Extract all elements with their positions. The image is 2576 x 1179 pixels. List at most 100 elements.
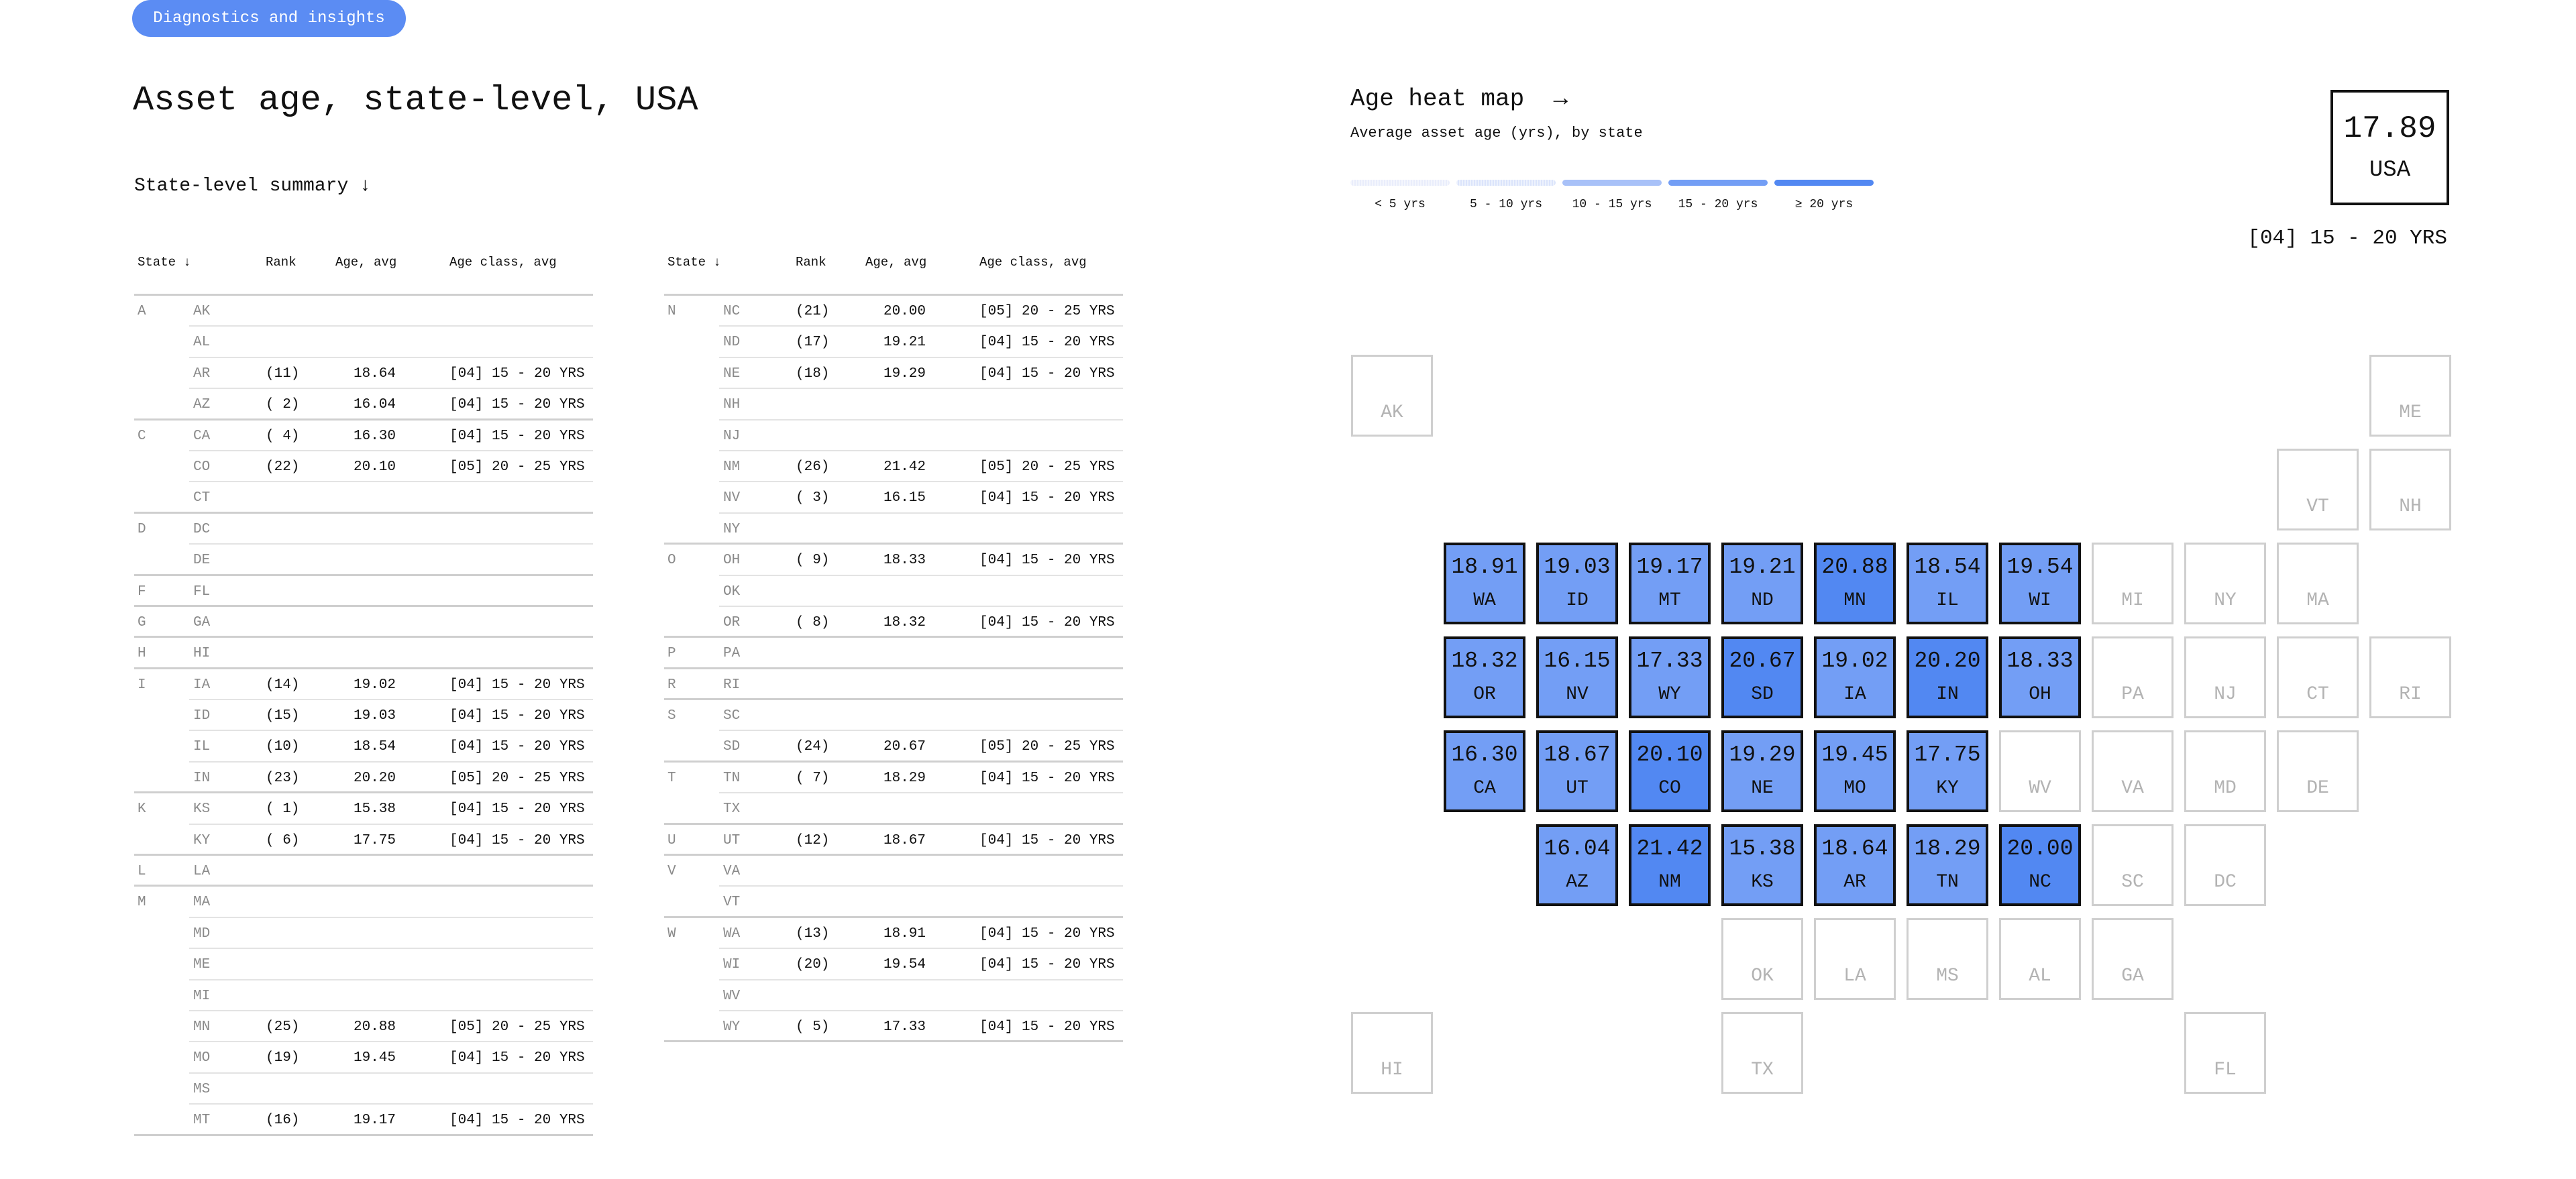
state-tile-mi[interactable]: MI — [2092, 543, 2174, 624]
table-row[interactable]: MN(25)20.88[05] 20 - 25 YRS — [134, 1011, 593, 1043]
table-row[interactable]: OR( 8)18.32[04] 15 - 20 YRS — [664, 607, 1123, 638]
state-tile-ri[interactable]: RI — [2369, 636, 2451, 718]
section-badge[interactable]: Diagnostics and insights — [132, 0, 406, 37]
table-row[interactable]: NM(26)21.42[05] 20 - 25 YRS — [664, 451, 1123, 483]
table-row[interactable]: TX — [664, 793, 1123, 825]
state-tile-de[interactable]: DE — [2277, 730, 2359, 812]
summary-heading[interactable]: State-level summary ↓ — [134, 176, 371, 196]
table-row[interactable]: NE(18)19.29[04] 15 - 20 YRS — [664, 358, 1123, 390]
state-tile-ms[interactable]: MS — [1907, 918, 1988, 1000]
table-row[interactable]: OK — [664, 576, 1123, 607]
state-tile-la[interactable]: LA — [1814, 918, 1896, 1000]
table-row[interactable]: NY — [664, 514, 1123, 545]
table-row[interactable]: WY( 5)17.33[04] 15 - 20 YRS — [664, 1011, 1123, 1043]
state-tile-ga[interactable]: GA — [2092, 918, 2174, 1000]
state-tile-al[interactable]: AL — [1999, 918, 2081, 1000]
table-row[interactable]: NH — [664, 389, 1123, 420]
table-row[interactable]: ID(15)19.03[04] 15 - 20 YRS — [134, 700, 593, 732]
table-row[interactable]: CT — [134, 482, 593, 514]
state-tile-sc[interactable]: SC — [2092, 824, 2174, 906]
state-tile-dc[interactable]: DC — [2184, 824, 2266, 906]
table-row[interactable]: NJ — [664, 420, 1123, 451]
state-tile-pa[interactable]: PA — [2092, 636, 2174, 718]
state-tile-wv[interactable]: WV — [1999, 730, 2081, 812]
state-tile-va[interactable]: VA — [2092, 730, 2174, 812]
table-row[interactable]: AL — [134, 327, 593, 358]
state-tile-nj[interactable]: NJ — [2184, 636, 2266, 718]
table-row[interactable]: WI(20)19.54[04] 15 - 20 YRS — [664, 949, 1123, 980]
table-row[interactable]: MO(19)19.45[04] 15 - 20 YRS — [134, 1042, 593, 1074]
state-tile-fl[interactable]: FL — [2184, 1012, 2266, 1094]
table-row[interactable]: VT — [664, 887, 1123, 918]
table-row[interactable]: KY( 6)17.75[04] 15 - 20 YRS — [134, 825, 593, 856]
table-row[interactable]: MI — [134, 980, 593, 1011]
table-row[interactable]: AZ( 2)16.04[04] 15 - 20 YRS — [134, 389, 593, 420]
table-row[interactable]: WV — [664, 980, 1123, 1011]
table-row[interactable]: ME — [134, 949, 593, 980]
state-tile-hi[interactable]: HI — [1351, 1012, 1433, 1094]
table-row[interactable]: ND(17)19.21[04] 15 - 20 YRS — [664, 327, 1123, 358]
state-tile-nh[interactable]: NH — [2369, 449, 2451, 530]
state-tile-md[interactable]: MD — [2184, 730, 2266, 812]
column-header-state[interactable]: State ↓ — [138, 255, 191, 270]
table-row[interactable]: MT(16)19.17[04] 15 - 20 YRS — [134, 1105, 593, 1136]
state-tile-ma[interactable]: MA — [2277, 543, 2359, 624]
table-row[interactable]: MD — [134, 918, 593, 950]
table-row[interactable]: IL(10)18.54[04] 15 - 20 YRS — [134, 731, 593, 763]
table-row[interactable]: AR(11)18.64[04] 15 - 20 YRS — [134, 358, 593, 390]
table-row[interactable]: IN(23)20.20[05] 20 - 25 YRS — [134, 763, 593, 794]
table-row[interactable]: CO(22)20.10[05] 20 - 25 YRS — [134, 451, 593, 483]
state-tile-ok[interactable]: OK — [1721, 918, 1803, 1000]
table-row[interactable]: NV( 3)16.15[04] 15 - 20 YRS — [664, 482, 1123, 514]
state-tile-ct[interactable]: CT — [2277, 636, 2359, 718]
state-tile-ny[interactable]: NY — [2184, 543, 2266, 624]
table-row[interactable]: MS — [134, 1074, 593, 1105]
state-tile-vt[interactable]: VT — [2277, 449, 2359, 530]
state-tile-tx[interactable]: TX — [1721, 1012, 1803, 1094]
state-tile-me[interactable]: ME — [2369, 355, 2451, 437]
table-row[interactable]: SD(24)20.67[05] 20 - 25 YRS — [664, 731, 1123, 763]
